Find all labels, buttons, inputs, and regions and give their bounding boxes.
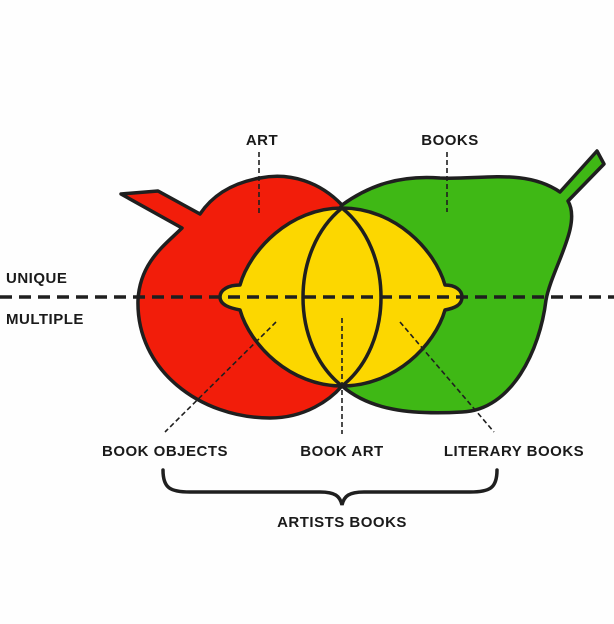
label-art: ART: [246, 132, 278, 149]
label-multiple: MULTIPLE: [6, 311, 84, 328]
label-artists-books: ARTISTS BOOKS: [277, 514, 407, 531]
label-literary-books: LITERARY BOOKS: [444, 443, 584, 460]
artists-books-brace: [161, 468, 499, 506]
label-book-objects: BOOK OBJECTS: [102, 443, 228, 460]
label-book-art: BOOK ART: [300, 443, 383, 460]
label-books: BOOKS: [421, 132, 479, 149]
label-unique: UNIQUE: [6, 270, 67, 287]
book-objects-leader-line: [164, 321, 277, 433]
literary-books-leader-line: [399, 321, 495, 433]
